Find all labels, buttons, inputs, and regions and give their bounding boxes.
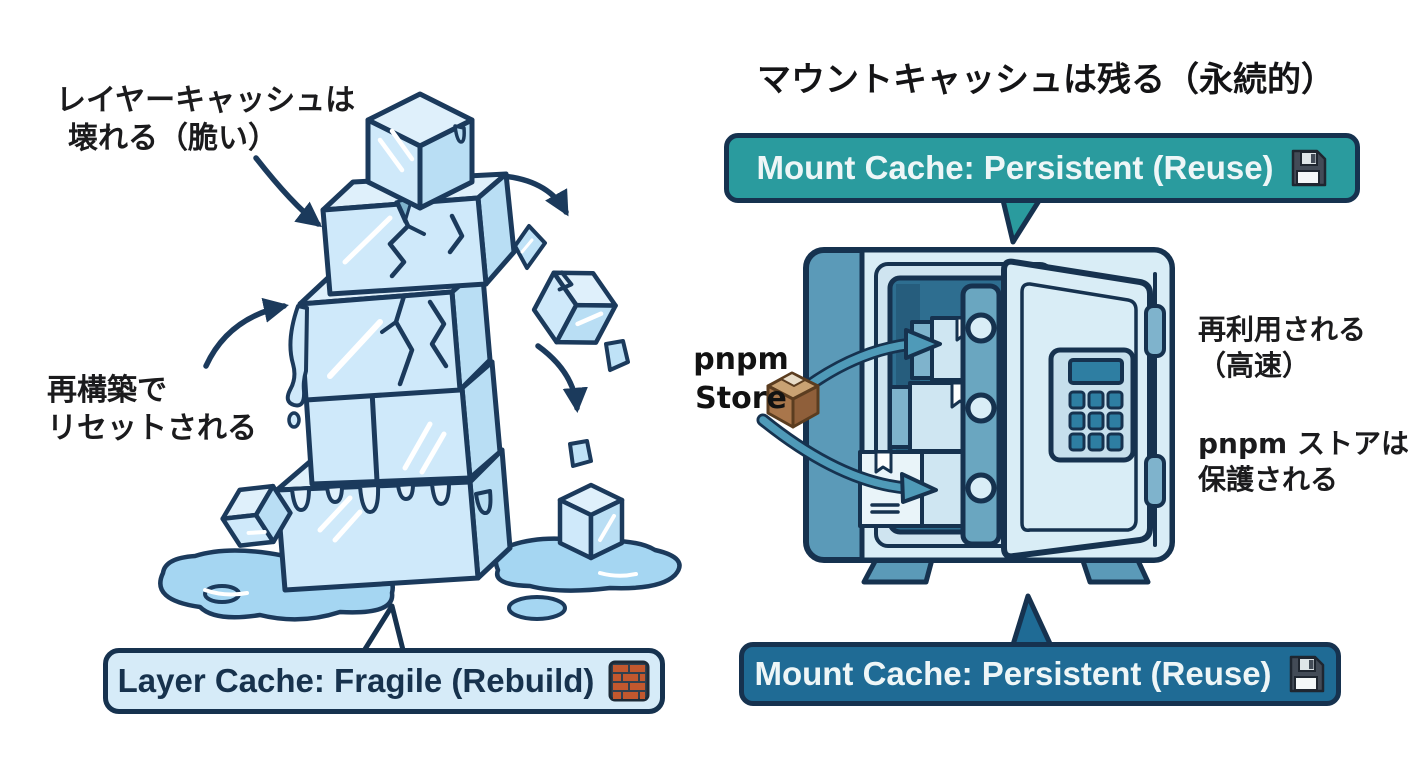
note-line: 再利用される [1198, 313, 1367, 346]
badge-tail-bottom-right [1009, 593, 1055, 651]
arrow-breaking-bottom [535, 343, 588, 414]
crack [447, 213, 465, 255]
store-line: Store [695, 381, 787, 416]
note-line: レイヤーキャッシュは [56, 83, 356, 118]
small-ice-cube-right [557, 482, 625, 561]
arrow-fragile [253, 155, 323, 228]
keypad-display [1068, 358, 1124, 385]
layer-cache-badge: Layer Cache: Fragile (Rebuild) [103, 648, 665, 714]
crack [393, 293, 415, 387]
note-line: 壊れる（脆い） [68, 121, 278, 157]
right-panel-title: マウントキャッシュは残る（永続的） [757, 60, 1335, 100]
arrow-reset [203, 297, 289, 369]
door-bolt [965, 472, 997, 504]
door-bolt [965, 392, 997, 424]
brick-wall-icon [608, 660, 650, 702]
floppy-disk-icon [1288, 148, 1328, 188]
ice-block-top [365, 91, 475, 211]
mount-cache-badge-label: Mount Cache: Persistent (Reuse) [756, 149, 1274, 186]
ice-stack-illustration [158, 91, 682, 657]
annotation-arrows [203, 155, 588, 414]
small-ice-cube-left [220, 483, 293, 548]
flying-cracked-cube [531, 270, 618, 345]
store-line: pnpm [693, 342, 789, 377]
note-reset-on-rebuild: 再構築で リセットされる [47, 372, 257, 449]
safe-door [960, 258, 1166, 560]
note-layer-cache-fragile: レイヤーキャッシュは 壊れる（脆い） [56, 82, 355, 159]
mount-cache-badge-bottom: Mount Cache: Persistent (Reuse) [739, 642, 1341, 706]
note-line: 保護される [1198, 462, 1339, 496]
door-bolt [965, 312, 997, 344]
crack [427, 299, 449, 369]
note-line: pnpm ストアは [1198, 427, 1408, 460]
crack [387, 201, 411, 279]
package-box-icon [766, 371, 820, 429]
ice-shards [513, 224, 630, 468]
note-line: 再構築で [47, 373, 167, 408]
note-line: （高速） [1198, 348, 1311, 382]
mount-cache-badge-label: Mount Cache: Persistent (Reuse) [754, 655, 1272, 692]
pnpm-store-label: pnpm Store [685, 340, 797, 418]
door-hinge [1144, 454, 1166, 508]
floppy-disk-icon [1286, 654, 1326, 694]
layer-cache-badge-label: Layer Cache: Fragile (Rebuild) [117, 662, 595, 699]
note-store-protected: pnpm ストアは 保護される [1198, 426, 1408, 498]
arrow-head [904, 328, 942, 360]
safe-illustration [756, 193, 1175, 651]
mount-cache-badge-top: Mount Cache: Persistent (Reuse) [724, 133, 1360, 203]
keypad [1048, 347, 1136, 463]
arrow-head [900, 472, 938, 504]
note-line: リセットされる [47, 411, 257, 447]
note-reused-fast: 再利用される （高速） [1198, 312, 1366, 384]
door-hinge [1144, 304, 1166, 358]
melt-drips [290, 481, 493, 515]
arrow-breaking-top [499, 173, 569, 217]
